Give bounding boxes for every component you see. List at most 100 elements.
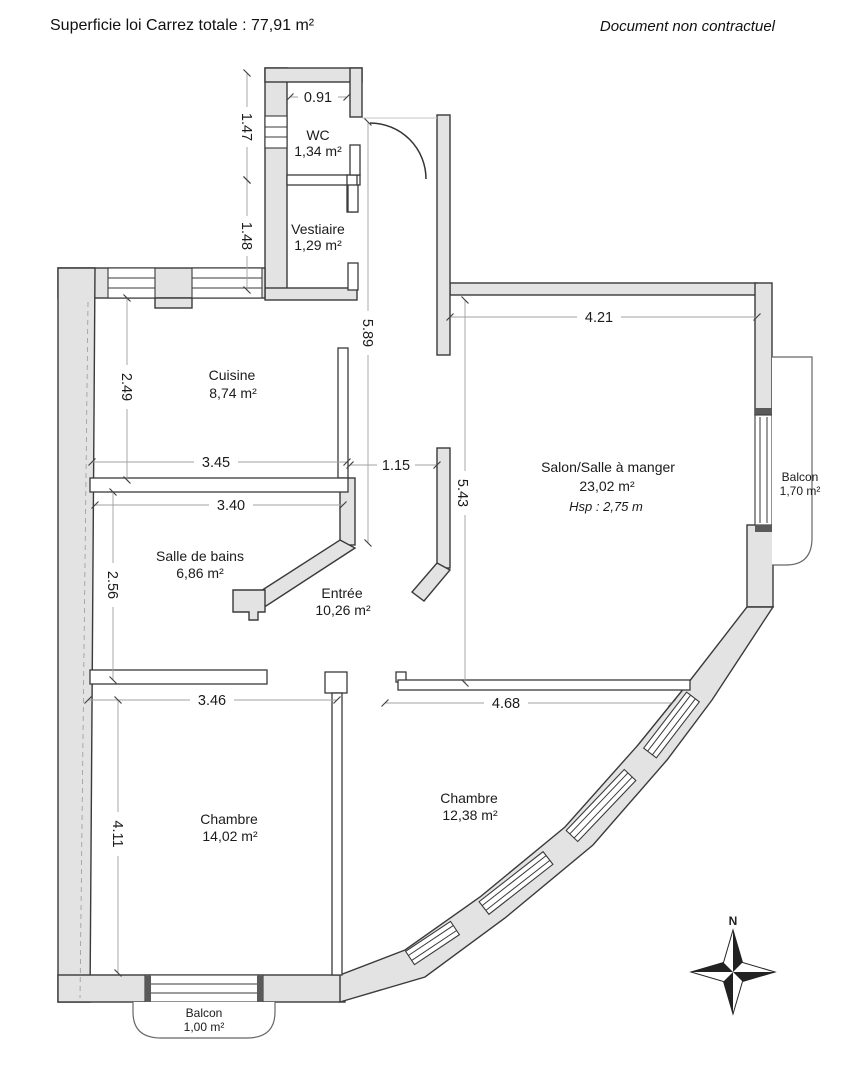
north-label: N (729, 914, 738, 928)
partition-walls (89, 144, 691, 976)
room-label-vestiaire: Vestiaire 1,29 m² (291, 221, 345, 253)
wall-cuisine-right (337, 347, 349, 479)
dim-wc-width: 0.91 (286, 89, 351, 106)
room-label-cuisine: Cuisine 8,74 m² (209, 367, 257, 401)
svg-text:3.40: 3.40 (217, 498, 245, 514)
svg-text:1,00 m²: 1,00 m² (184, 1020, 225, 1034)
windows (107, 115, 773, 1003)
wall-annex-left (264, 67, 288, 291)
dim-sdb-depth: 2.56 (104, 488, 121, 684)
wall-bay-curved (339, 606, 775, 1003)
svg-text:3.46: 3.46 (198, 693, 226, 709)
window-salon-balcon (754, 408, 773, 532)
svg-text:2.49: 2.49 (118, 373, 134, 401)
dim-cuisine-width: 3.45 (88, 454, 351, 471)
dim-chambre2-width: 4.68 (381, 695, 676, 712)
compass-rose: N (689, 914, 777, 1016)
svg-text:4.11: 4.11 (109, 820, 125, 847)
dim-salon-depth: 5.43 (454, 296, 471, 687)
wall-sdb-diagonal (251, 539, 357, 607)
window-cuisine-2 (191, 267, 263, 299)
svg-text:Entrée: Entrée (321, 585, 362, 601)
svg-text:1,29 m²: 1,29 m² (294, 237, 342, 253)
window-chambre1-balcon (144, 974, 264, 1003)
window-annex (264, 115, 288, 149)
room-label-entree: Entrée 10,26 m² (315, 585, 371, 618)
svg-text:4.68: 4.68 (492, 696, 520, 712)
dim-passage: 1.15 (346, 457, 441, 474)
wall-salon-top (449, 282, 758, 296)
wall-left (57, 267, 96, 1003)
svg-text:8,74 m²: 8,74 m² (209, 385, 257, 401)
wall-left-slope-line (79, 301, 89, 999)
wall-cuisine-sdb-divider (89, 477, 349, 493)
wall-salon-right-upper (754, 282, 773, 416)
wall-chambre1-top (89, 669, 268, 685)
balcony-bottom-outline (132, 1002, 276, 1039)
compass-star-icon (689, 928, 777, 1016)
svg-text:0.91: 0.91 (304, 90, 332, 106)
room-label-balcon-bottom: Balcon 1,00 m² (184, 1006, 225, 1034)
svg-text:Balcon: Balcon (186, 1006, 223, 1020)
svg-text:2.56: 2.56 (104, 571, 120, 599)
balcony-side-outline (772, 356, 813, 566)
svg-text:5.89: 5.89 (359, 319, 375, 347)
wall-sdb-foot-block (232, 589, 266, 621)
dim-salon-width: 4.21 (446, 309, 761, 326)
window-bay-1 (642, 691, 701, 759)
dim-annex-lower: 1.48 (238, 176, 255, 294)
room-label-wc: WC 1,34 m² (294, 127, 342, 159)
window-bay-3 (478, 850, 554, 916)
wall-annex-top (264, 67, 363, 83)
wall-salon-right-lower (746, 524, 774, 608)
svg-text:5.43: 5.43 (454, 479, 470, 507)
structural-walls (57, 67, 775, 1003)
svg-text:6,86 m²: 6,86 m² (176, 565, 224, 581)
window-bay-2 (565, 768, 637, 843)
svg-text:1,34 m²: 1,34 m² (294, 143, 342, 159)
wall-vestiaire-right-upper (347, 184, 359, 213)
page-title: Superficie loi Carrez totale : 77,91 m² (50, 17, 315, 34)
svg-text:Chambre: Chambre (200, 811, 258, 827)
svg-text:12,38 m²: 12,38 m² (442, 807, 498, 823)
svg-text:Cuisine: Cuisine (209, 367, 256, 383)
dim-chambre1-depth: 4.11 (109, 696, 126, 977)
dim-cuisine-depth: 2.49 (118, 294, 135, 484)
svg-text:Vestiaire: Vestiaire (291, 221, 345, 237)
svg-text:Chambre: Chambre (440, 790, 498, 806)
svg-text:Balcon: Balcon (782, 470, 819, 484)
svg-text:1.47: 1.47 (238, 113, 254, 141)
wall-wc-right (349, 67, 363, 118)
entrance-door-arc (369, 122, 427, 180)
wall-entry-lower (436, 447, 451, 569)
room-label-chambre-2: Chambre 12,38 m² (440, 790, 498, 823)
svg-text:3.45: 3.45 (202, 455, 230, 471)
dim-annex-upper: 1.47 (238, 69, 255, 184)
wall-entry-upper (436, 114, 451, 356)
svg-text:10,26 m²: 10,26 m² (315, 602, 371, 618)
wall-chambre-door-jamb (324, 671, 348, 694)
wall-wc-door-jamb (349, 144, 361, 176)
svg-text:Salle de bains: Salle de bains (156, 548, 244, 564)
wall-vestiaire-right-lower (347, 262, 359, 291)
svg-text:Hsp : 2,75 m: Hsp : 2,75 m (569, 499, 643, 514)
room-label-balcon-side: Balcon 1,70 m² (780, 470, 821, 498)
window-cuisine-1 (107, 267, 156, 299)
svg-text:WC: WC (306, 127, 329, 143)
wall-salon-chambre2-divider (397, 679, 691, 691)
dim-sdb-width: 3.40 (91, 497, 347, 514)
svg-text:1.48: 1.48 (238, 222, 254, 250)
svg-text:14,02 m²: 14,02 m² (202, 828, 258, 844)
window-bay-4 (404, 920, 461, 966)
wall-entry-diagonal-stub (410, 562, 452, 602)
room-label-chambre-1: Chambre 14,02 m² (200, 811, 258, 844)
room-label-salon: Salon/Salle à manger 23,02 m² Hsp : 2,75… (541, 459, 675, 514)
wall-top-pillar (154, 297, 193, 309)
svg-text:1,70 m²: 1,70 m² (780, 484, 821, 498)
wall-annex-bottom (264, 287, 358, 301)
svg-text:4.21: 4.21 (585, 310, 613, 326)
disclaimer-note: Document non contractuel (600, 18, 776, 35)
wall-chambre-divider (331, 692, 343, 976)
dimensions: 0.91 1.47 1.48 5.89 2.49 3.45 (84, 69, 761, 977)
